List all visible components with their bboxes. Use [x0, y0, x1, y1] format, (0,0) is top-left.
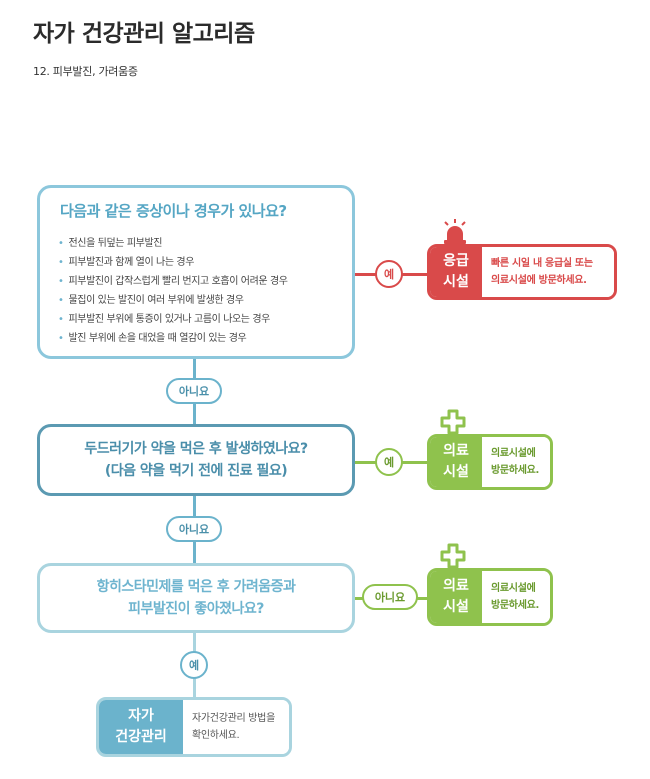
question-3-line2: 피부발진이 좋아졌나요?	[128, 601, 264, 617]
question-2-line1: 두드러기가 약을 먹은 후 발생하였나요?	[84, 441, 308, 457]
medical-text-2: 의료시설에 방문하세요.	[482, 571, 550, 623]
q3-yes-marker: 예	[180, 651, 208, 679]
list-item: •피부발진 부위에 통증이 있거나 고름이 나오는 경우	[58, 314, 270, 325]
medical-facility-box-2: 의료 시설 의료시설에 방문하세요.	[427, 568, 553, 626]
q1-yes-marker: 예	[375, 260, 403, 288]
question-2-line2: (다음 약을 먹기 전에 진료 필요)	[104, 463, 288, 479]
question-1-title: 다음과 같은 증상이나 경우가 있나요?	[60, 202, 287, 220]
selfcare-box: 자가 건강관리 자가건강관리 방법을 확인하세요.	[96, 697, 292, 757]
medical-cross-icon	[440, 409, 466, 435]
question-box-3: 항히스타민제를 먹은 후 가려움증과 피부발진이 좋아졌나요?	[37, 563, 355, 633]
emergency-label: 응급 시설	[430, 247, 482, 297]
question-box-1: 다음과 같은 증상이나 경우가 있나요? •전신을 뒤덮는 피부발진 •피부발진…	[37, 185, 355, 359]
emergency-facility-box: 응급 시설 빠른 시일 내 응급실 또는 의료시설에 방문하세요.	[427, 244, 617, 300]
symptom-list: •전신을 뒤덮는 피부발진 •피부발진과 함께 열이 나는 경우 •피부발진이 …	[58, 234, 288, 348]
q2-no-marker: 아니요	[166, 516, 222, 542]
page-title: 자가 건강관리 알고리즘	[33, 21, 255, 47]
medical-label-1: 의료 시설	[430, 437, 482, 487]
list-item: •피부발진과 함께 열이 나는 경우	[58, 257, 195, 268]
medical-text-1: 의료시설에 방문하세요.	[482, 437, 550, 487]
list-item: •물집이 있는 발진이 여러 부위에 발생한 경우	[58, 295, 244, 306]
medical-facility-box-1: 의료 시설 의료시설에 방문하세요.	[427, 434, 553, 490]
q3-no-marker: 아니요	[362, 584, 418, 610]
medical-label-2: 의료 시설	[430, 571, 482, 623]
page-subtitle: 12. 피부발진, 가려움증	[33, 65, 138, 78]
q1-no-marker: 아니요	[166, 378, 222, 404]
selfcare-label: 자가 건강관리	[99, 700, 183, 754]
question-3-line1: 항히스타민제를 먹은 후 가려움증과	[96, 579, 296, 595]
q2-yes-marker: 예	[375, 448, 403, 476]
siren-icon	[444, 219, 466, 244]
list-item: •전신을 뒤덮는 피부발진	[58, 238, 163, 249]
selfcare-text: 자가건강관리 방법을 확인하세요.	[183, 700, 289, 754]
medical-cross-icon	[440, 543, 466, 569]
list-item: •발진 부위에 손을 대었을 때 열감이 있는 경우	[58, 333, 247, 344]
question-box-2: 두드러기가 약을 먹은 후 발생하였나요? (다음 약을 먹기 전에 진료 필요…	[37, 424, 355, 496]
emergency-text: 빠른 시일 내 응급실 또는 의료시설에 방문하세요.	[482, 247, 614, 297]
list-item: •피부발진이 갑작스럽게 빨리 번지고 호흡이 어려운 경우	[58, 276, 288, 287]
